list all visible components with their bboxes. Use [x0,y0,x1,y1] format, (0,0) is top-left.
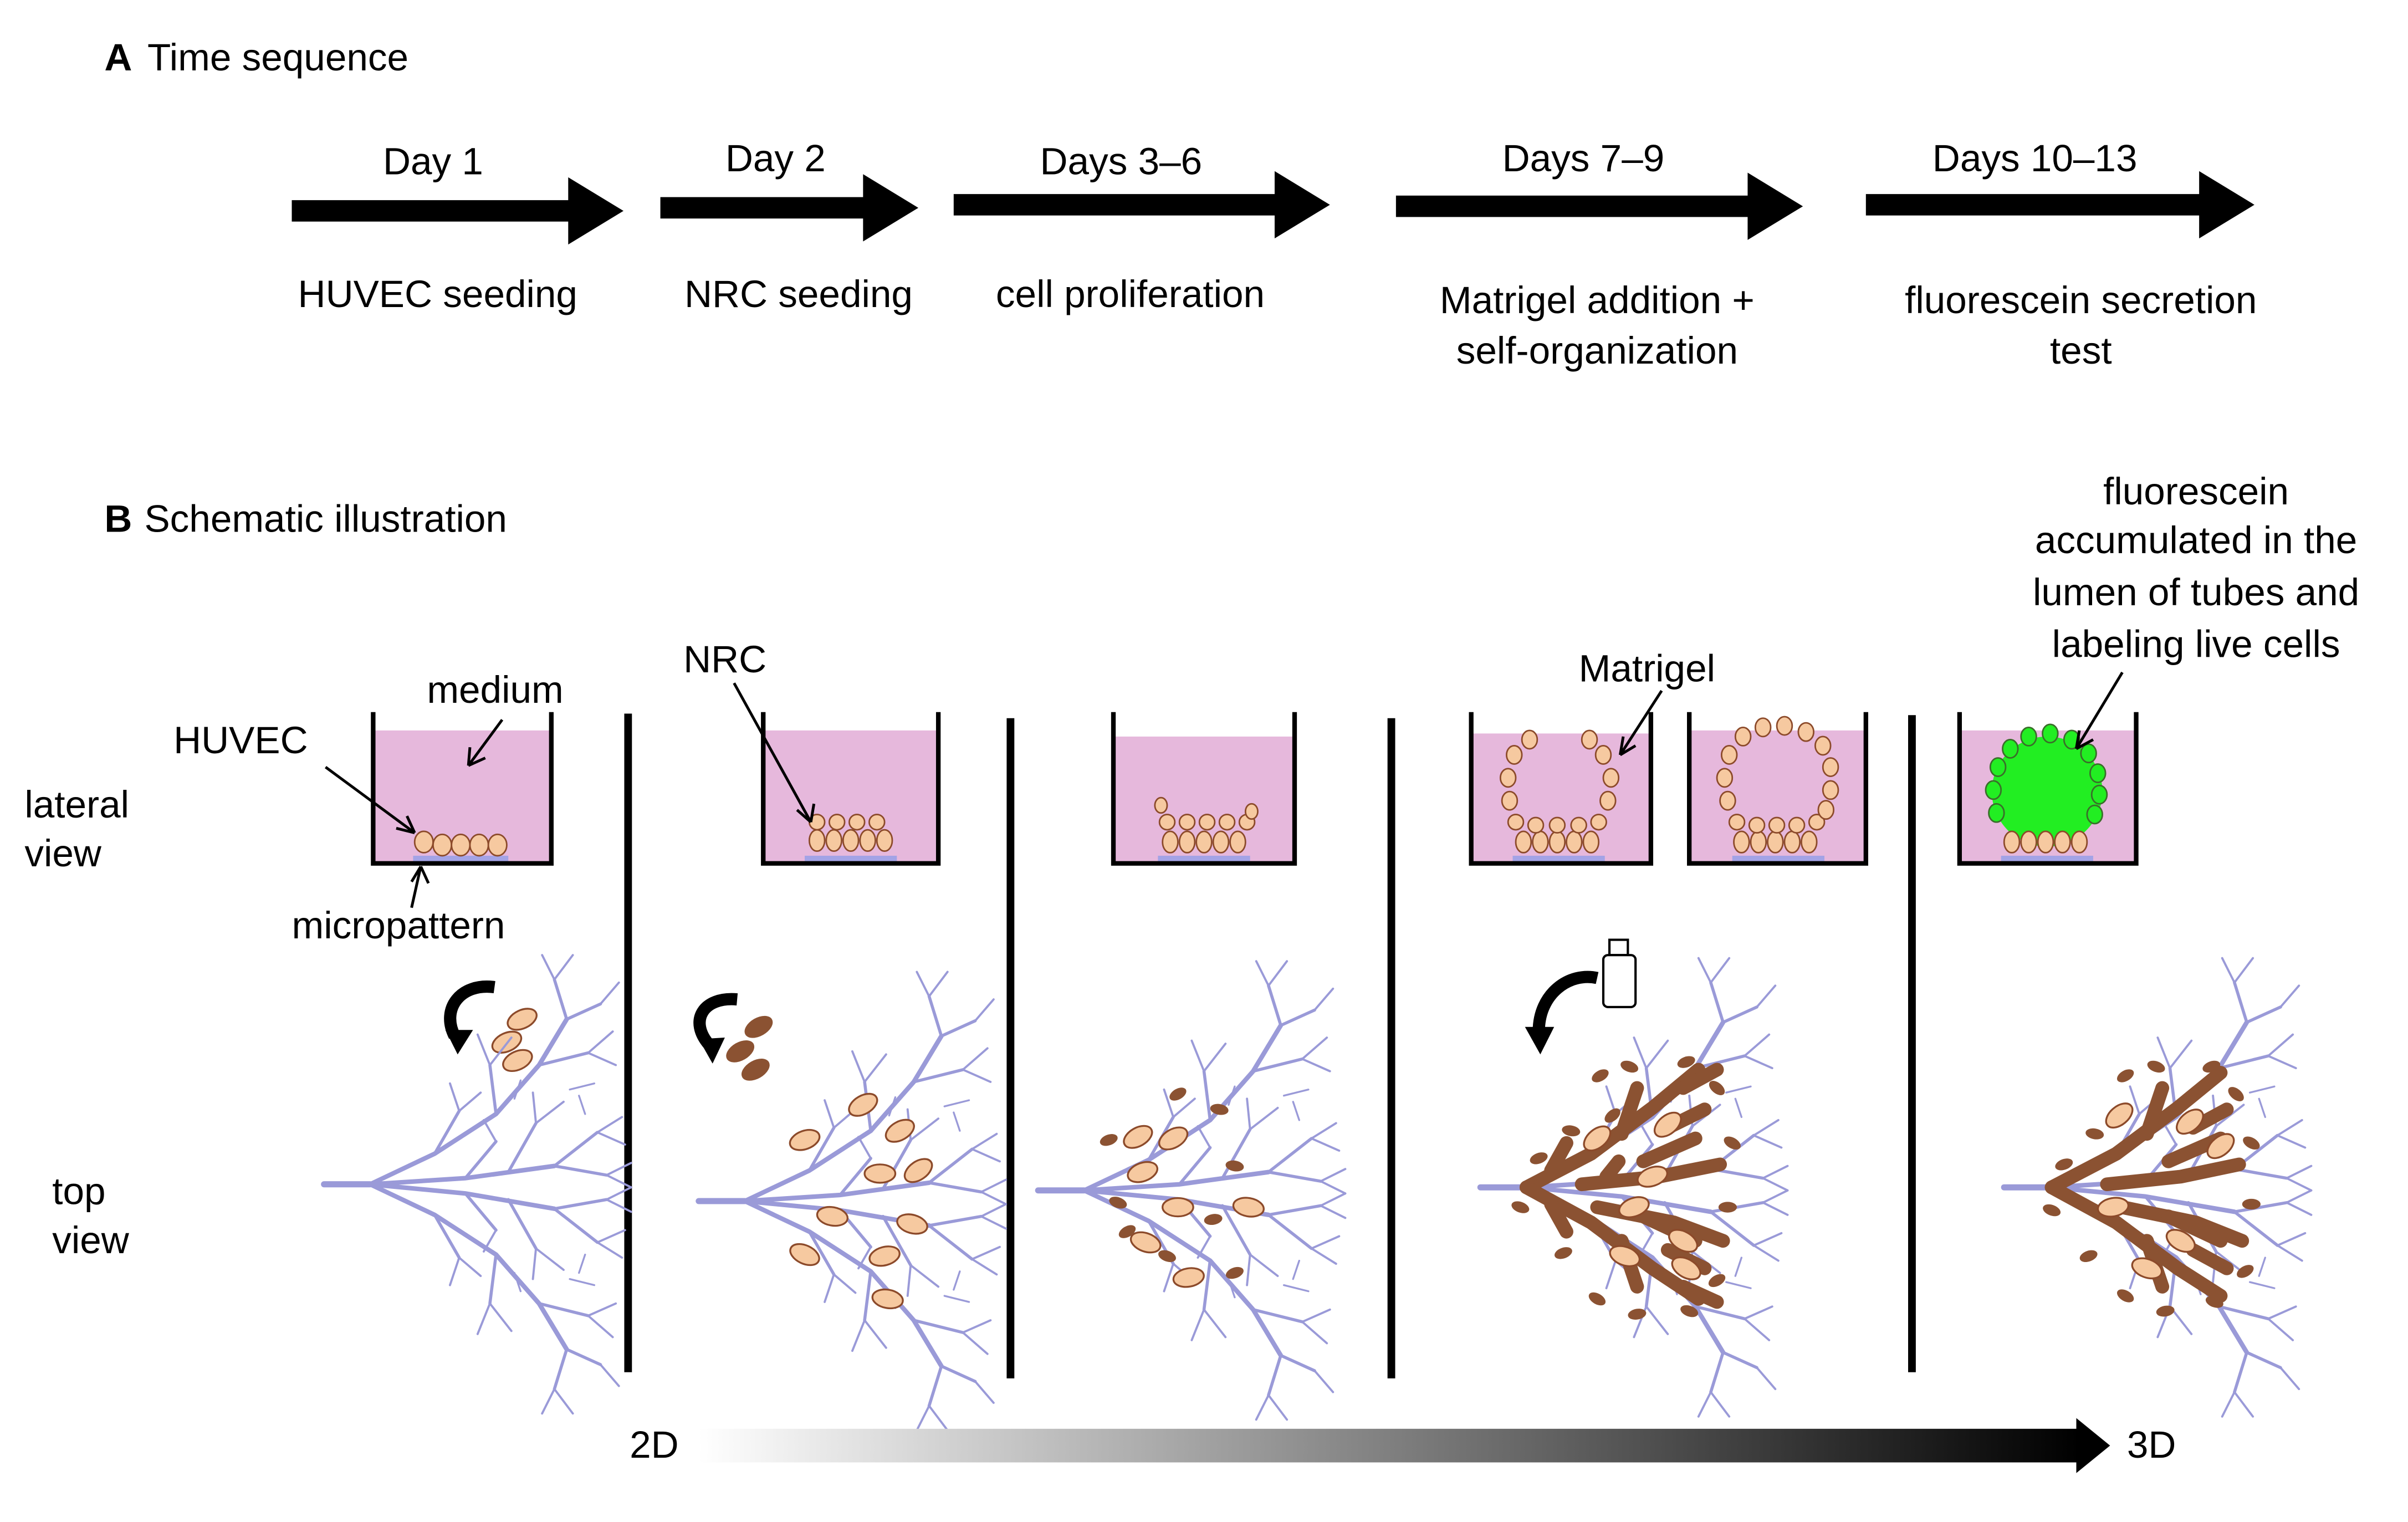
matrigel-pointer-arrow [1618,690,1663,757]
top-view-label-line-1: top [52,1169,105,1213]
huvec-cells [413,830,508,857]
stage-separators [624,713,1916,1378]
step-1-label: HUVEC seeding [298,272,577,315]
micropattern-tree [1038,961,1345,1419]
step-5-label-line-2: test [2050,329,2112,372]
micropattern-pointer-arrow [410,865,430,908]
cells-stage-2 [808,814,893,852]
well-1 [371,712,554,866]
panel-a: A Time sequence Day 1 HUVEC seeding Day … [104,35,2257,372]
huvec-on-tree [1119,1120,1266,1290]
panel-a-letter: A [104,35,132,79]
fluorescein-lumen [1992,736,2103,847]
well-4b [1686,712,1868,866]
step-4-label-line-1: Matrigel addition + [1440,278,1755,321]
well-3 [1111,712,1297,866]
cells-base-row [2003,830,2088,854]
fluorescein-note-line-1: fluorescein [2103,469,2289,513]
panel-b-letter: B [104,497,132,540]
matrigel-curved-arrow-icon [1532,971,1599,1032]
fluorescein-note-line-4: labeling live cells [2052,622,2340,666]
timeline-step-3: Days 3–6 cell proliferation [953,139,1330,315]
well-wall [1686,712,1868,866]
matrigel-label: Matrigel [1579,647,1715,690]
step-4-day: Days 7–9 [1502,136,1665,180]
well-wall [1111,712,1297,866]
step-1-day: Day 1 [383,139,483,182]
cells-fluorescent-ring [1985,723,2108,825]
stage-4: Matrigel [1469,647,1868,1417]
stage-1: medium HUVEC micropattern [173,668,631,1413]
nrc-label: NRC [683,637,766,681]
well-wall [1957,712,2139,866]
cells-stage-3 [1154,796,1259,854]
huvec-on-tree [786,1088,937,1312]
huvec-pointer-arrow [324,766,416,834]
gradient-end-label: 3D [2127,1423,2176,1466]
top-view-label-line-2: view [52,1218,130,1261]
stage-2: NRC [683,637,1006,1430]
fluorescein-note-line-2: accumulated in the [2035,518,2357,561]
step-2-label: NRC seeding [684,272,913,315]
seeding-arrowhead-icon [698,1038,725,1064]
huvec-suspension [491,1008,538,1072]
step-2-day: Day 2 [725,136,826,180]
cells-open-ring [1499,729,1620,854]
gradient-bar [698,1428,2081,1463]
step-3-day: Days 3–6 [1040,139,1203,182]
dimension-gradient: 2D 3D [630,1418,2176,1473]
timeline-step-2: Day 2 NRC seeding [660,136,919,315]
step-3-label: cell proliferation [996,272,1265,315]
panel-a-title: Time sequence [147,35,408,79]
well-4a [1469,712,1654,866]
step-5-label-line-1: fluorescein secretion [1905,278,2257,321]
step-4-label-line-2: self-organization [1456,329,1738,372]
stage-3 [1038,712,1345,1420]
panel-b-title: Schematic illustration [144,497,507,540]
seeding-arrowhead-icon [445,1030,473,1055]
seeding-curved-arrow-icon [693,993,738,1050]
lateral-view-label-line-1: lateral [24,783,129,826]
lateral-view-label-line-2: view [24,831,102,875]
stage-5: fluorescein accumulated in the lumen of … [1957,469,2359,1417]
matrigel-arrowhead-icon [1525,1026,1555,1055]
well-2 [761,712,941,866]
medium-label: medium [427,668,563,711]
micropattern-label: micropattern [292,903,505,947]
well-wall [1469,712,1654,866]
timeline-arrow-1 [292,177,624,245]
huvec-label: HUVEC [173,718,308,762]
seeding-curved-arrow-icon [444,980,495,1039]
panel-b: B Schematic illustration lateral view to… [24,469,2359,1473]
well-5 [1957,712,2139,866]
well-wall [371,712,554,866]
nrc-pointer-arrow [733,682,816,824]
timeline-step-1: Day 1 HUVEC seeding [292,139,624,315]
matrigel-vial-icon [1602,938,1637,1008]
timeline-arrow-3 [953,171,1330,239]
fluorescein-note-line-3: lumen of tubes and [2033,570,2359,614]
self-organized-network [2044,1066,2249,1303]
well-wall [761,712,941,866]
micropattern-tree [324,955,631,1413]
nrc-suspension [726,1015,773,1081]
fluorescein-pointer-arrow [2074,671,2124,750]
timeline-arrow-5 [1865,171,2254,239]
timeline-step-5: Days 10–13 fluorescein secretion test [1865,136,2257,372]
gradient-start-label: 2D [630,1423,679,1466]
timeline-arrow-4 [1395,172,1803,240]
medium-pointer-arrow [467,719,504,767]
step-5-day: Days 10–13 [1932,136,2138,180]
timeline-arrow-2 [660,174,919,242]
cells-closed-ring [1716,716,1839,854]
timeline-step-4: Days 7–9 Matrigel addition + self-organi… [1395,136,1803,372]
gradient-arrowhead-icon [2076,1418,2110,1473]
